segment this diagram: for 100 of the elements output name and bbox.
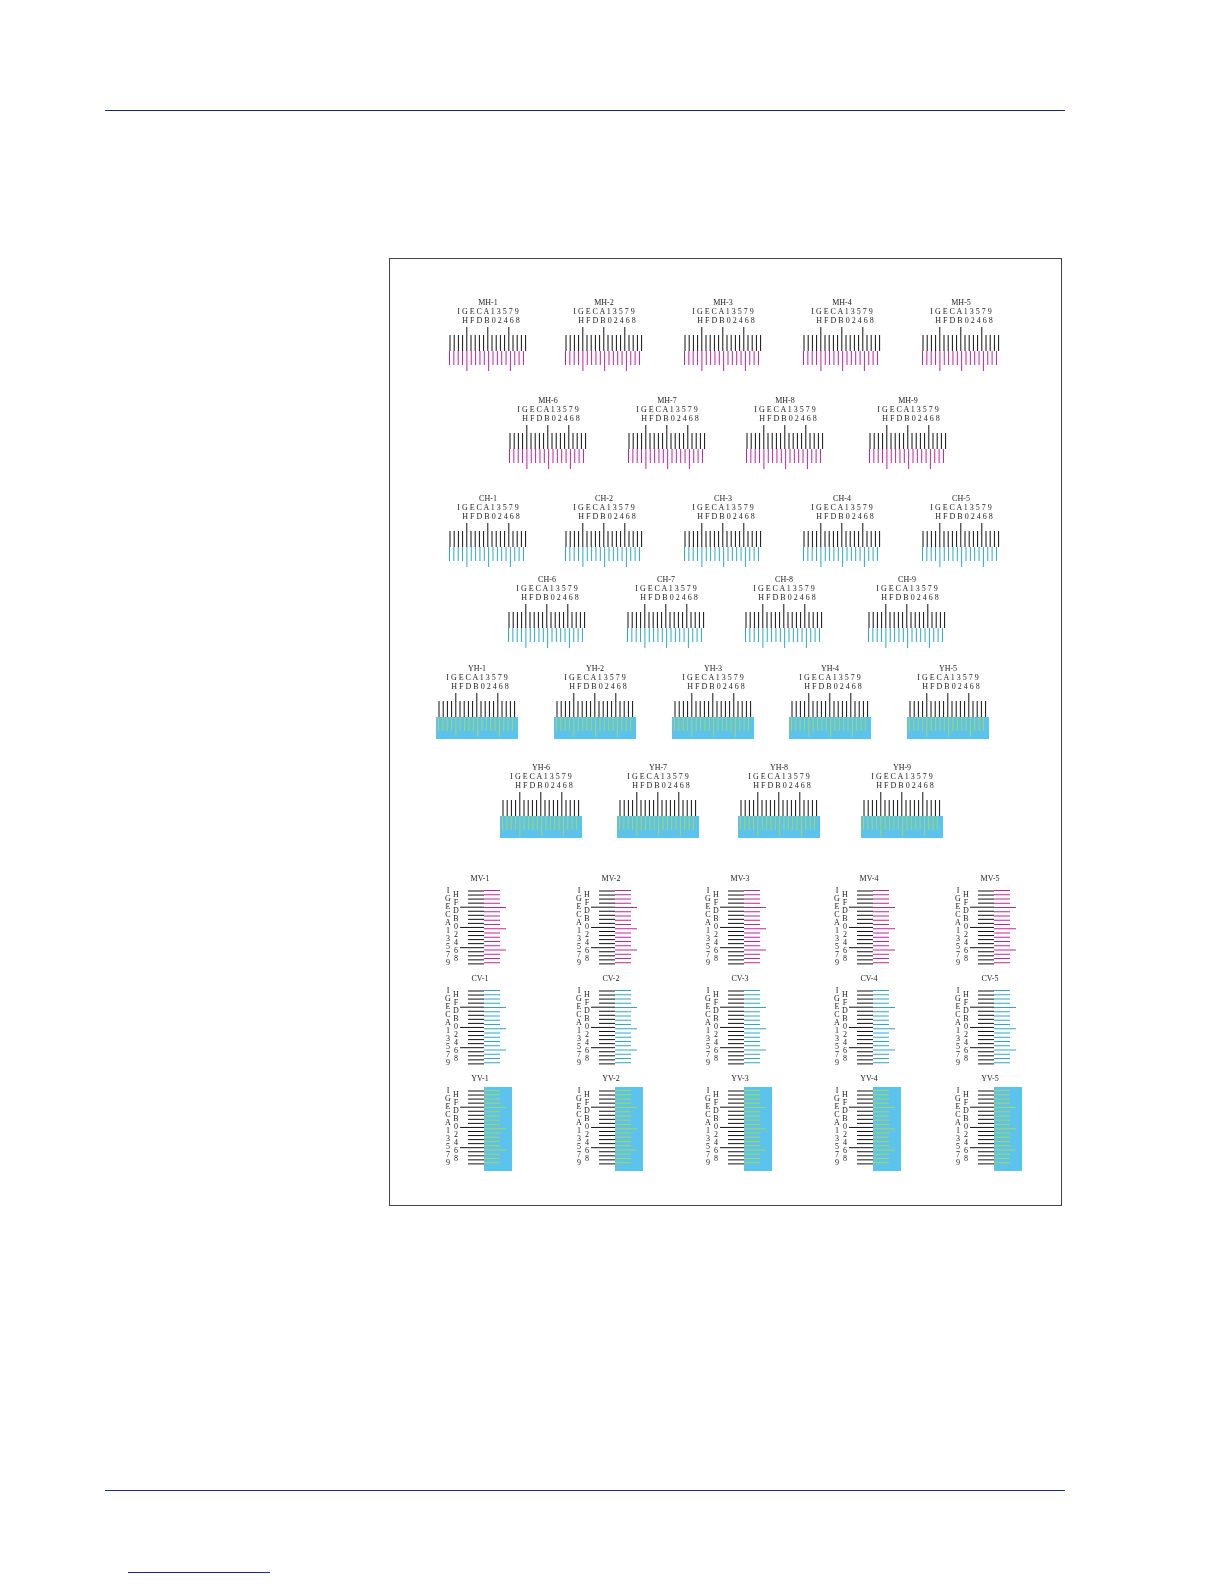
pattern-label: MV-4 bbox=[859, 874, 879, 883]
pattern-label: YH-4 bbox=[820, 664, 840, 673]
pattern-label: MH-5 bbox=[951, 298, 971, 307]
scale-letters: I G E C A 1 3 5 7 9 bbox=[811, 503, 873, 512]
scale-letters: I G E C A 1 3 5 7 9 bbox=[516, 584, 578, 593]
pattern-label: YH-6 bbox=[531, 763, 551, 772]
pattern-label: CH-1 bbox=[479, 494, 497, 503]
pattern-label: MV-2 bbox=[601, 874, 621, 883]
scale-letters: I G E C A 1 3 5 7 9 bbox=[627, 772, 689, 781]
pattern-label: MH-2 bbox=[594, 298, 614, 307]
scale-letters: I G E C A 1 3 5 7 9 bbox=[833, 887, 841, 967]
pattern-label: MV-5 bbox=[980, 874, 1000, 883]
scale-letters: H F D B 0 2 4 6 8 bbox=[815, 316, 874, 325]
scale-letters: I G E C A 1 3 5 7 9 bbox=[575, 1087, 583, 1167]
scale-letters: I G E C A 1 3 5 7 9 bbox=[876, 584, 938, 593]
scale-letters: H F D B 0 2 4 6 8 bbox=[696, 316, 755, 325]
scale-letters: I G E C A 1 3 5 7 9 bbox=[457, 503, 519, 512]
scale-letters: H F D B 0 2 4 6 8 bbox=[452, 991, 460, 1063]
scale-letters: I G E C A 1 3 5 7 9 bbox=[748, 772, 810, 781]
scale-letters: I G E C A 1 3 5 7 9 bbox=[575, 987, 583, 1067]
scale-letters: I G E C A 1 3 5 7 9 bbox=[444, 1087, 452, 1167]
pattern-label: MV-1 bbox=[470, 874, 490, 883]
pattern-label: MH-8 bbox=[775, 396, 795, 405]
pattern-label: YV-4 bbox=[860, 1074, 878, 1083]
pattern-label: CH-4 bbox=[833, 494, 851, 503]
scale-letters: I G E C A 1 3 5 7 9 bbox=[877, 405, 939, 414]
pattern-label: CH-8 bbox=[775, 575, 793, 584]
scale-letters: H F D B 0 2 4 6 8 bbox=[452, 1091, 460, 1163]
scale-letters: H F D B 0 2 4 6 8 bbox=[841, 1091, 849, 1163]
pattern-label: YV-3 bbox=[731, 1074, 749, 1083]
pattern-label: CH-2 bbox=[595, 494, 613, 503]
scale-letters: H F D B 0 2 4 6 8 bbox=[841, 891, 849, 963]
scale-letters: I G E C A 1 3 5 7 9 bbox=[930, 307, 992, 316]
scale-letters: I G E C A 1 3 5 7 9 bbox=[446, 673, 508, 682]
scale-letters: H F D B 0 2 4 6 8 bbox=[583, 1091, 591, 1163]
scale-letters: I G E C A 1 3 5 7 9 bbox=[954, 887, 962, 967]
pattern-label: MH-1 bbox=[478, 298, 498, 307]
scale-letters: H F D B 0 2 4 6 8 bbox=[461, 316, 520, 325]
scale-letters: H F D B 0 2 4 6 8 bbox=[639, 593, 698, 602]
pattern-label: YH-3 bbox=[703, 664, 723, 673]
scale-letters: H F D B 0 2 4 6 8 bbox=[583, 991, 591, 1063]
pattern-label: YH-2 bbox=[585, 664, 605, 673]
scale-letters: I G E C A 1 3 5 7 9 bbox=[930, 503, 992, 512]
scale-letters: I G E C A 1 3 5 7 9 bbox=[833, 987, 841, 1067]
scale-letters: I G E C A 1 3 5 7 9 bbox=[635, 584, 697, 593]
pattern-label: CH-6 bbox=[538, 575, 556, 584]
scale-letters: H F D B 0 2 4 6 8 bbox=[640, 414, 699, 423]
scale-letters: H F D B 0 2 4 6 8 bbox=[696, 512, 755, 521]
scale-letters: H F D B 0 2 4 6 8 bbox=[712, 991, 720, 1063]
scale-letters: H F D B 0 2 4 6 8 bbox=[514, 781, 573, 790]
pattern-label: YH-8 bbox=[769, 763, 789, 772]
scale-letters: H F D B 0 2 4 6 8 bbox=[881, 414, 940, 423]
scale-letters: H F D B 0 2 4 6 8 bbox=[758, 414, 817, 423]
scale-letters: I G E C A 1 3 5 7 9 bbox=[704, 987, 712, 1067]
pattern-label: CV-3 bbox=[731, 974, 749, 983]
scale-letters: H F D B 0 2 4 6 8 bbox=[712, 891, 720, 963]
scale-letters: H F D B 0 2 4 6 8 bbox=[875, 781, 934, 790]
scale-letters: I G E C A 1 3 5 7 9 bbox=[575, 887, 583, 967]
scale-letters: H F D B 0 2 4 6 8 bbox=[577, 512, 636, 521]
pattern-label: CH-3 bbox=[714, 494, 732, 503]
scale-letters: I G E C A 1 3 5 7 9 bbox=[564, 673, 626, 682]
scale-letters: I G E C A 1 3 5 7 9 bbox=[573, 307, 635, 316]
scale-letters: I G E C A 1 3 5 7 9 bbox=[954, 1087, 962, 1167]
scale-letters: H F D B 0 2 4 6 8 bbox=[962, 1091, 970, 1163]
scale-letters: H F D B 0 2 4 6 8 bbox=[921, 682, 980, 691]
chart-frame bbox=[389, 258, 1062, 1206]
scale-letters: H F D B 0 2 4 6 8 bbox=[520, 593, 579, 602]
scale-letters: I G E C A 1 3 5 7 9 bbox=[636, 405, 698, 414]
pattern-label: CV-2 bbox=[602, 974, 620, 983]
scale-letters: I G E C A 1 3 5 7 9 bbox=[457, 307, 519, 316]
pattern-label: YV-5 bbox=[981, 1074, 999, 1083]
scale-letters: I G E C A 1 3 5 7 9 bbox=[444, 887, 452, 967]
scale-letters: I G E C A 1 3 5 7 9 bbox=[871, 772, 933, 781]
scale-letters: H F D B 0 2 4 6 8 bbox=[521, 414, 580, 423]
scale-letters: I G E C A 1 3 5 7 9 bbox=[517, 405, 579, 414]
pattern-label: CV-4 bbox=[860, 974, 878, 983]
scale-letters: H F D B 0 2 4 6 8 bbox=[631, 781, 690, 790]
scale-letters: H F D B 0 2 4 6 8 bbox=[686, 682, 745, 691]
pattern-label: MH-7 bbox=[657, 396, 677, 405]
pattern-label: CV-5 bbox=[981, 974, 999, 983]
scale-letters: I G E C A 1 3 5 7 9 bbox=[754, 405, 816, 414]
scale-letters: I G E C A 1 3 5 7 9 bbox=[692, 307, 754, 316]
pattern-label: YH-7 bbox=[648, 763, 668, 772]
scale-letters: H F D B 0 2 4 6 8 bbox=[815, 512, 874, 521]
scale-letters: I G E C A 1 3 5 7 9 bbox=[692, 503, 754, 512]
scale-letters: I G E C A 1 3 5 7 9 bbox=[510, 772, 572, 781]
scale-letters: H F D B 0 2 4 6 8 bbox=[841, 991, 849, 1063]
pattern-label: MV-3 bbox=[730, 874, 750, 883]
pattern-label: YV-2 bbox=[602, 1074, 620, 1083]
scale-letters: H F D B 0 2 4 6 8 bbox=[934, 316, 993, 325]
pattern-label: YH-1 bbox=[467, 664, 487, 673]
pattern-label: MH-4 bbox=[832, 298, 852, 307]
scale-letters: H F D B 0 2 4 6 8 bbox=[880, 593, 939, 602]
scale-letters: I G E C A 1 3 5 7 9 bbox=[917, 673, 979, 682]
pattern-label: MH-6 bbox=[538, 396, 558, 405]
scale-letters: H F D B 0 2 4 6 8 bbox=[461, 512, 520, 521]
pattern-label: CV-1 bbox=[471, 974, 489, 983]
pattern-label: CH-7 bbox=[657, 575, 675, 584]
pattern-label: CH-9 bbox=[898, 575, 916, 584]
scale-letters: H F D B 0 2 4 6 8 bbox=[712, 1091, 720, 1163]
